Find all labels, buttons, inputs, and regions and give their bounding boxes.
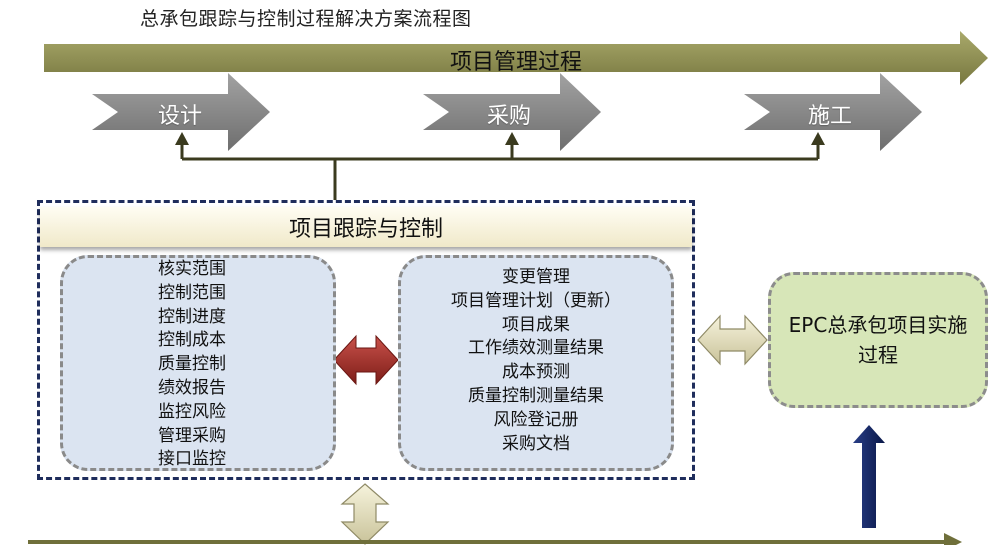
- cream-double-arrow: [697, 314, 768, 366]
- procurement-phase-label: 采购: [487, 104, 532, 129]
- list-item: 项目管理计划（更新）: [451, 290, 621, 311]
- navy-up-arrow: [853, 425, 885, 528]
- list-item: 项目成果: [502, 314, 570, 335]
- list-item: 采购文档: [502, 433, 570, 454]
- connector-arrowheads: [175, 132, 825, 145]
- list-item: 变更管理: [502, 267, 570, 287]
- control-activities-box: [60, 255, 336, 471]
- procurement-phase-arrow: [423, 73, 601, 151]
- tracking-control-header: 项目跟踪与控制: [40, 207, 692, 247]
- process-banner-arrow: [44, 31, 988, 85]
- list-item: 工作绩效测量结果: [468, 338, 604, 359]
- list-item: 成本预测: [502, 362, 570, 383]
- list-item: 接口监控: [158, 449, 226, 470]
- list-item: 控制进度: [158, 306, 226, 327]
- diagram-title: 总承包跟踪与控制过程解决方案流程图: [140, 8, 472, 30]
- vertical-double-arrow: [340, 483, 390, 545]
- control-outputs-list: 变更管理 项目管理计划（更新） 项目成果 工作绩效测量结果 成本预测 质量控制测…: [398, 266, 674, 456]
- list-item: 质量控制测量结果: [468, 385, 604, 406]
- design-phase-label: 设计: [158, 104, 203, 129]
- control-outputs-box: [398, 255, 674, 471]
- bottom-timeline-arrow: [28, 533, 962, 545]
- control-activities-list: 核实范围 控制范围 控制进度 控制成本 质量控制 绩效报告 监控风险 管理采购 …: [158, 258, 226, 472]
- list-item: 管理采购: [158, 425, 226, 446]
- construction-phase-label: 施工: [808, 104, 853, 129]
- epc-process-box: EPC总承包项目实施过程: [768, 272, 988, 408]
- process-banner-label: 项目管理过程: [450, 50, 583, 75]
- epc-process-label: EPC总承包项目实施过程: [788, 313, 968, 367]
- list-item: 控制成本: [158, 330, 226, 351]
- list-item: 绩效报告: [158, 377, 226, 398]
- list-item: 质量控制: [158, 354, 226, 375]
- tracking-control-container: [37, 200, 695, 480]
- list-item: 核实范围: [158, 259, 226, 279]
- list-item: 监控风险: [158, 401, 226, 422]
- design-phase-arrow: [92, 73, 270, 151]
- list-item: 风险登记册: [493, 409, 579, 430]
- list-item: 控制范围: [158, 282, 226, 303]
- connector-lines: [180, 143, 820, 200]
- construction-phase-arrow: [744, 73, 922, 151]
